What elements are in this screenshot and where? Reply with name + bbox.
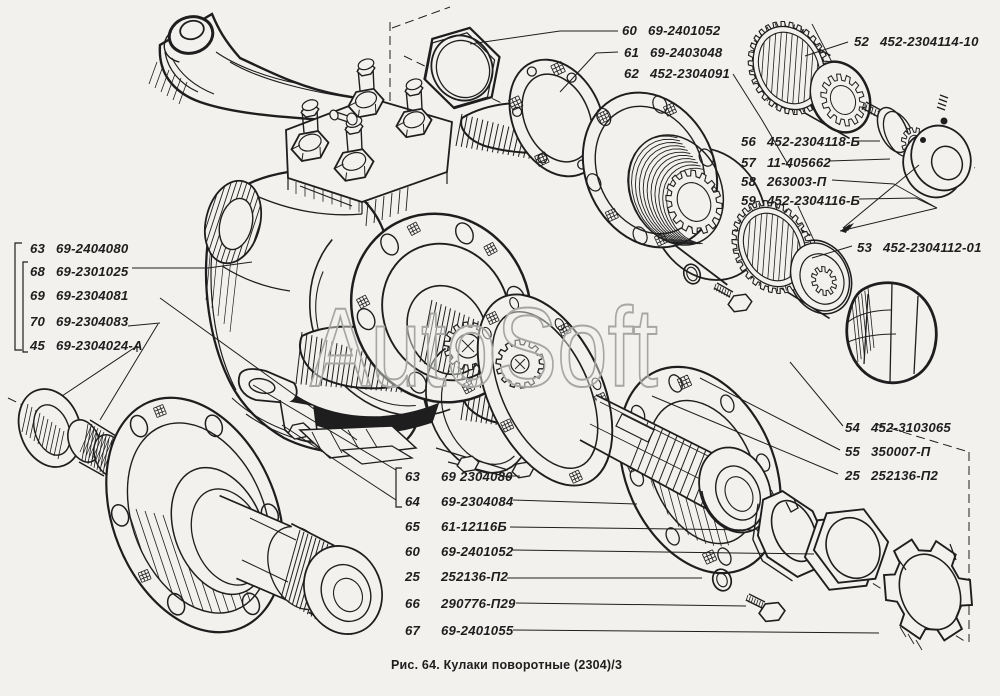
- svg-text:69-2403048: 69-2403048: [650, 45, 723, 60]
- svg-text:69 2304080: 69 2304080: [441, 469, 513, 484]
- svg-text:263003-П: 263003-П: [766, 174, 827, 189]
- svg-text:61-12116Б: 61-12116Б: [441, 519, 507, 534]
- svg-text:54: 54: [845, 420, 861, 435]
- svg-text:62: 62: [624, 66, 640, 81]
- svg-text:AutoSoft: AutoSoft: [310, 285, 658, 410]
- svg-text:452-2304114-10: 452-2304114-10: [879, 34, 979, 49]
- svg-text:25: 25: [404, 569, 421, 584]
- svg-text:60: 60: [622, 23, 638, 38]
- svg-text:55: 55: [845, 444, 861, 459]
- svg-text:63: 63: [405, 469, 421, 484]
- svg-text:11-405662: 11-405662: [767, 155, 831, 170]
- svg-text:56: 56: [741, 134, 757, 149]
- svg-text:60: 60: [405, 544, 421, 559]
- svg-text:Рис. 64. Кулаки поворотные (23: Рис. 64. Кулаки поворотные (2304)/3: [391, 658, 622, 672]
- svg-text:67: 67: [405, 623, 421, 638]
- svg-text:64: 64: [405, 494, 421, 509]
- svg-text:452-2304118-Б: 452-2304118-Б: [766, 134, 860, 149]
- svg-text:63: 63: [30, 241, 46, 256]
- svg-text:69-2401055: 69-2401055: [441, 623, 514, 638]
- svg-text:452-3103065: 452-3103065: [870, 420, 951, 435]
- svg-text:45: 45: [29, 338, 46, 353]
- svg-text:66: 66: [405, 596, 421, 611]
- svg-text:69-2304081: 69-2304081: [56, 288, 128, 303]
- svg-text:53: 53: [857, 240, 873, 255]
- svg-text:69-2304024-А: 69-2304024-А: [56, 338, 143, 353]
- svg-text:69-2304084: 69-2304084: [441, 494, 514, 509]
- svg-text:52: 52: [854, 34, 870, 49]
- svg-text:58: 58: [741, 174, 757, 189]
- svg-text:69-2304083: 69-2304083: [56, 314, 129, 329]
- svg-text:252136-П2: 252136-П2: [870, 468, 938, 483]
- svg-text:69-2401052: 69-2401052: [648, 23, 721, 38]
- svg-text:452-2304091: 452-2304091: [649, 66, 730, 81]
- svg-text:70: 70: [30, 314, 46, 329]
- svg-text:452-2304116-Б: 452-2304116-Б: [766, 193, 860, 208]
- svg-text:61: 61: [624, 45, 639, 60]
- svg-text:65: 65: [405, 519, 421, 534]
- svg-text:69-2301025: 69-2301025: [56, 264, 129, 279]
- svg-text:252136-П2: 252136-П2: [440, 569, 508, 584]
- svg-text:68: 68: [30, 264, 46, 279]
- svg-text:69-2404080: 69-2404080: [56, 241, 129, 256]
- svg-text:57: 57: [741, 155, 757, 170]
- svg-text:25: 25: [844, 468, 861, 483]
- svg-text:290776-П29: 290776-П29: [440, 596, 516, 611]
- svg-text:69: 69: [30, 288, 46, 303]
- svg-text:350007-П: 350007-П: [871, 444, 931, 459]
- svg-text:59: 59: [741, 193, 757, 208]
- svg-text:452-2304112-01: 452-2304112-01: [882, 240, 982, 255]
- svg-text:69-2401052: 69-2401052: [441, 544, 514, 559]
